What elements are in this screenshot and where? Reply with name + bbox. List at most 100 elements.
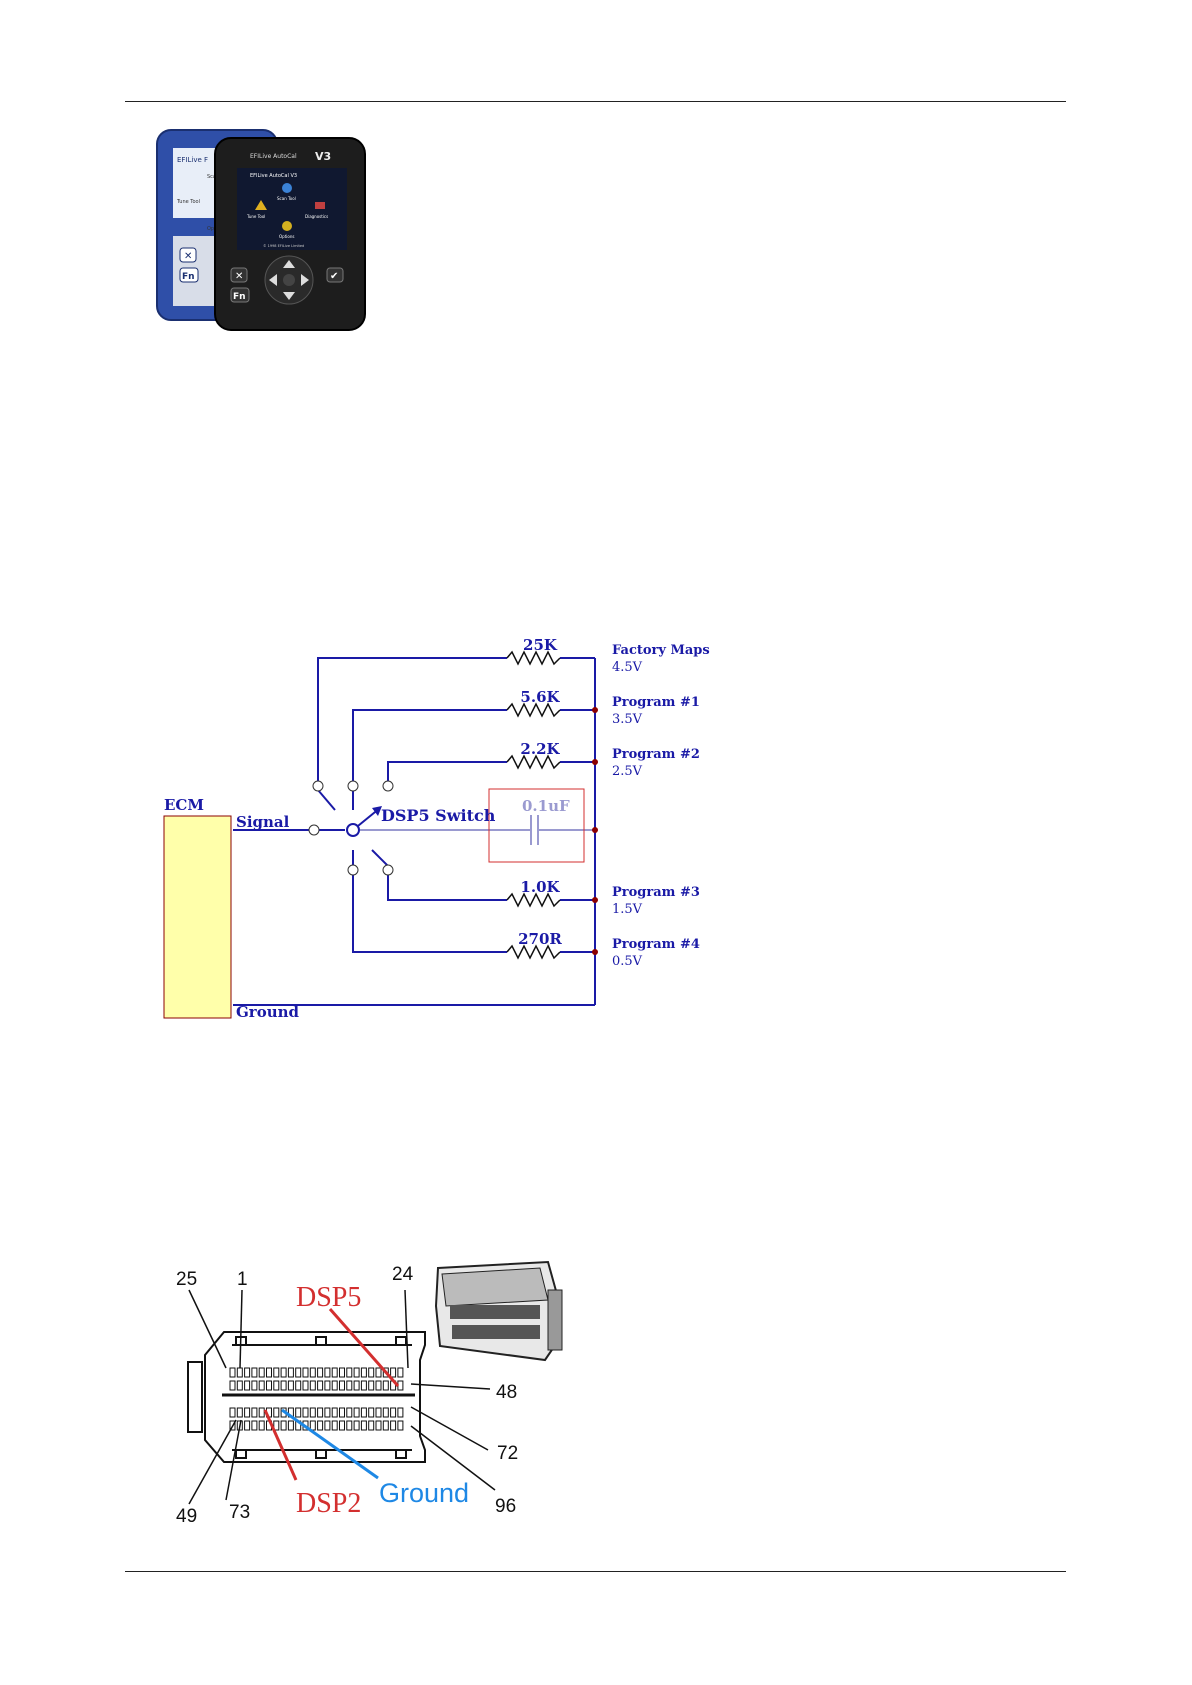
ground-callout: Ground bbox=[379, 1478, 469, 1508]
connector-pin bbox=[244, 1420, 251, 1431]
connector-pin bbox=[339, 1420, 345, 1431]
capacitor-label: 0.1uF bbox=[522, 797, 570, 815]
scan-tool-icon bbox=[282, 183, 292, 193]
connector-pin bbox=[287, 1367, 294, 1378]
connector-3d-image bbox=[434, 1260, 563, 1362]
connector-pin bbox=[295, 1407, 302, 1418]
branch-voltage: 1.5V bbox=[612, 902, 643, 917]
connector-pin bbox=[368, 1407, 375, 1418]
connector-pin bbox=[236, 1407, 243, 1418]
connector-pin bbox=[375, 1367, 382, 1378]
tune-tool-icon bbox=[255, 200, 267, 210]
branch-voltage: 0.5V bbox=[612, 954, 643, 969]
connector-pin bbox=[324, 1380, 331, 1391]
connector-pin bbox=[346, 1407, 353, 1418]
connector-pin bbox=[251, 1380, 258, 1391]
resistors bbox=[506, 650, 561, 960]
resistor-value: 2.2K bbox=[520, 740, 560, 758]
connector-pin bbox=[353, 1367, 360, 1378]
connector-pin bbox=[266, 1380, 272, 1391]
connector-pin bbox=[309, 1420, 316, 1431]
footer-rule bbox=[125, 1571, 1066, 1572]
connector-pin bbox=[302, 1380, 309, 1391]
connector-pin bbox=[360, 1407, 367, 1418]
connector-pin bbox=[266, 1367, 272, 1378]
bus-nodes bbox=[592, 707, 598, 955]
connector-pin bbox=[295, 1380, 302, 1391]
connector-pin bbox=[258, 1367, 265, 1378]
svg-text:V3: V3 bbox=[315, 150, 331, 163]
connector-pin bbox=[360, 1420, 367, 1431]
svg-text:✔: ✔ bbox=[330, 271, 338, 282]
connector-pin bbox=[397, 1407, 404, 1418]
connector-pin bbox=[339, 1367, 345, 1378]
pin-leaders bbox=[188, 1289, 496, 1505]
down-arrow-icon bbox=[283, 292, 295, 300]
up-arrow-icon bbox=[283, 260, 295, 268]
connector-pin bbox=[382, 1380, 389, 1391]
pin-rows bbox=[229, 1367, 404, 1431]
connector-pin bbox=[331, 1367, 338, 1378]
connector-pin bbox=[346, 1367, 353, 1378]
branch-voltage: 2.5V bbox=[612, 764, 643, 779]
header-rule bbox=[125, 101, 1066, 102]
connector-pin bbox=[353, 1420, 360, 1431]
svg-text:✕: ✕ bbox=[235, 271, 243, 282]
ground-label: Ground bbox=[236, 1003, 300, 1021]
connector-pin bbox=[273, 1367, 280, 1378]
switch-label: DSP5 Switch bbox=[381, 806, 496, 825]
connector-pin bbox=[280, 1420, 287, 1431]
connector-pin bbox=[287, 1420, 294, 1431]
connector-pin bbox=[244, 1407, 251, 1418]
resistor-value: 25K bbox=[523, 636, 558, 654]
dsp2-callout: DSP2 bbox=[296, 1488, 361, 1519]
left-arrow-icon bbox=[269, 274, 277, 286]
wires bbox=[233, 657, 596, 1006]
resistor-value: 270R bbox=[518, 930, 562, 948]
connector-pin bbox=[390, 1407, 397, 1418]
autocal-device-image: EFILive F Scan T Tune Tool Option ✕ Fn E… bbox=[156, 129, 366, 331]
connector-pin bbox=[287, 1380, 294, 1391]
branch-voltage: 3.5V bbox=[612, 712, 643, 727]
branch-name: Program #4 bbox=[612, 937, 700, 952]
connector-pin bbox=[295, 1367, 302, 1378]
branch-voltage: 4.5V bbox=[612, 660, 643, 675]
connector-pin bbox=[324, 1367, 331, 1378]
svg-text:Fn: Fn bbox=[182, 272, 195, 282]
connector-pin bbox=[229, 1367, 236, 1378]
pin-label-49: 49 bbox=[176, 1506, 197, 1525]
ecm-block bbox=[163, 815, 232, 1019]
ground-callout-line bbox=[281, 1408, 379, 1480]
pin-label-73: 73 bbox=[229, 1502, 250, 1523]
connector-pin bbox=[317, 1380, 324, 1391]
svg-text:Scan Tool: Scan Tool bbox=[277, 196, 296, 201]
svg-text:✕: ✕ bbox=[184, 251, 192, 262]
pin-label-96: 96 bbox=[495, 1496, 516, 1517]
pin-label-1: 1 bbox=[237, 1269, 248, 1290]
svg-text:EFILive AutoCal: EFILive AutoCal bbox=[250, 153, 297, 160]
front-device: EFILive AutoCal V3 EFILive AutoCal V3 Sc… bbox=[214, 137, 366, 331]
connector-pin bbox=[258, 1380, 265, 1391]
connector-pin bbox=[382, 1420, 389, 1431]
branch-name: Program #1 bbox=[612, 695, 700, 710]
dsp5-callout: DSP5 bbox=[296, 1282, 361, 1313]
pin-label-24: 24 bbox=[392, 1264, 414, 1285]
connector-body bbox=[187, 1331, 426, 1463]
connector-pin bbox=[236, 1380, 243, 1391]
connector-pin bbox=[346, 1420, 353, 1431]
switch-contacts bbox=[308, 780, 394, 876]
capacitor-box bbox=[488, 788, 585, 863]
connector-pin bbox=[382, 1407, 389, 1418]
svg-text:Fn: Fn bbox=[233, 292, 246, 302]
options-icon bbox=[282, 221, 292, 231]
connector-pin bbox=[390, 1420, 397, 1431]
connector-pin bbox=[280, 1367, 287, 1378]
connector-pin bbox=[375, 1407, 382, 1418]
connector-pin bbox=[244, 1380, 251, 1391]
connector-pin bbox=[309, 1380, 316, 1391]
connector-pin bbox=[251, 1407, 258, 1418]
resistor-value: 1.0K bbox=[520, 878, 560, 896]
connector-pin bbox=[368, 1420, 375, 1431]
connector-pin bbox=[309, 1367, 316, 1378]
connector-pin bbox=[258, 1407, 265, 1418]
